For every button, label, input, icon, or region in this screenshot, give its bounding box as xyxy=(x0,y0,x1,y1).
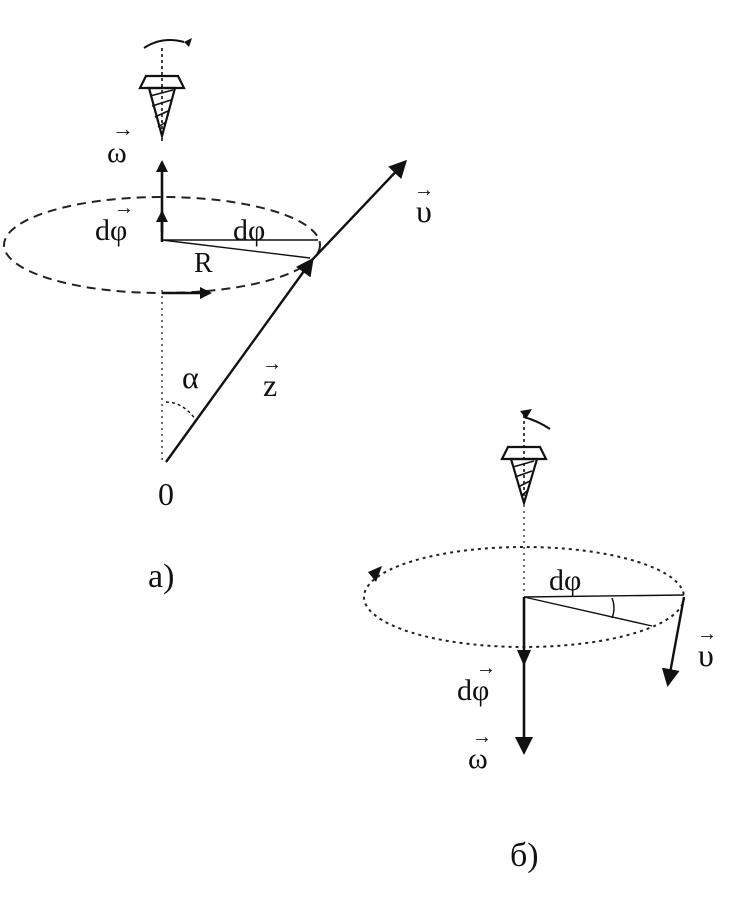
caption-a: a) xyxy=(148,558,174,595)
velocity-label-b-arrow: → xyxy=(697,623,717,645)
dphi-vector-label-b: dφ xyxy=(457,674,489,707)
dphi-vector-label-arrow: → xyxy=(114,197,134,219)
caption-b: б) xyxy=(510,837,539,874)
position-label: z xyxy=(263,367,277,403)
dphi-vector-b xyxy=(517,650,531,666)
radius-label: R xyxy=(194,248,213,279)
radius-line-2 xyxy=(161,239,311,259)
screw-icon xyxy=(500,409,551,507)
diagram-b: dφ dφ → ω → υ → б) xyxy=(363,409,717,874)
velocity-vector-b xyxy=(661,596,686,687)
omega-label-b: ω xyxy=(468,742,488,775)
dphi-angle-label: dφ xyxy=(233,214,265,247)
velocity-label-arrow: → xyxy=(414,179,434,201)
diagram-a: ω → dφ → dφ R α z → υ → 0 a) xyxy=(3,38,434,595)
omega-label-arrow: → xyxy=(112,116,134,141)
origin-label: 0 xyxy=(158,476,174,512)
radius-line-b1 xyxy=(523,594,685,598)
angle-arc-b xyxy=(611,597,615,619)
position-vector xyxy=(165,257,314,463)
omega-label: ω xyxy=(107,136,127,169)
dphi-vector-label-b-arrow: → xyxy=(476,657,496,679)
alpha-label: α xyxy=(182,359,199,395)
circle-direction-arrow-b xyxy=(368,566,382,582)
velocity-label: υ xyxy=(416,193,432,229)
velocity-label-b: υ xyxy=(698,637,714,673)
dphi-vector-label: dφ xyxy=(95,214,127,247)
screw-icon xyxy=(138,38,192,143)
velocity-vector xyxy=(311,159,408,261)
omega-label-b-arrow: → xyxy=(472,726,492,748)
dphi-angle-label-b: dφ xyxy=(549,564,581,597)
angle-arc xyxy=(165,401,197,421)
radius-line-b2 xyxy=(523,596,653,627)
position-label-arrow: → xyxy=(262,353,282,375)
